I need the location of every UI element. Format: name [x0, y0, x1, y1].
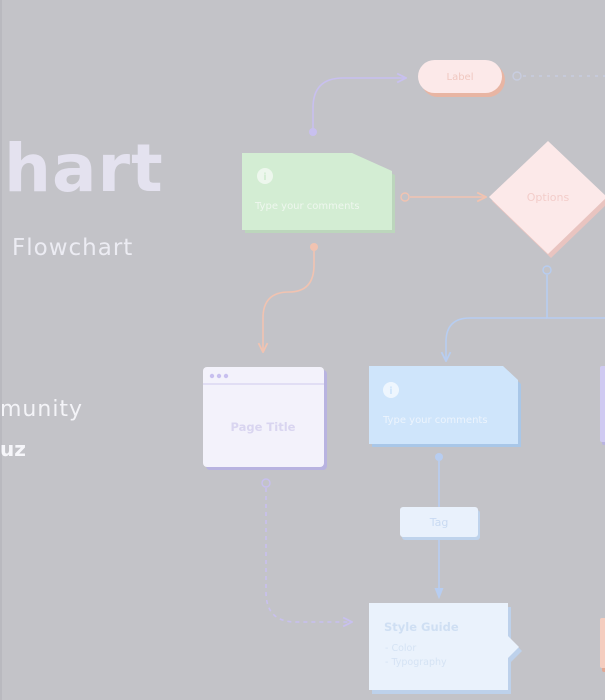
tag-node[interactable]: Tag [400, 507, 480, 540]
partial-node-right-orange [600, 618, 605, 672]
connector-green-to-label [309, 78, 405, 136]
author-text: uz [0, 437, 26, 461]
info-icon-glyph: i [389, 386, 392, 397]
info-icon [383, 382, 399, 398]
info-icon-glyph: i [263, 172, 266, 183]
style-guide-item: - Color [385, 643, 416, 654]
comment-node-blue[interactable]: i Type your comments [369, 366, 521, 447]
community-text: munity [0, 397, 84, 422]
page-node-text: Page Title [231, 420, 296, 434]
tag-node-text: Tag [429, 516, 449, 529]
style-guide-node[interactable]: Style Guide - Color - Typography [369, 603, 522, 694]
page-node[interactable]: Page Title [203, 367, 327, 470]
connector-green-to-options [400, 193, 485, 201]
info-icon [257, 168, 273, 184]
comment-node-green[interactable]: i Type your comments [242, 153, 395, 233]
style-guide-item: - Typography [385, 657, 447, 668]
style-guide-title: Style Guide [384, 620, 459, 634]
hero-title: hart [4, 130, 164, 207]
connector-options-to-blue [446, 265, 605, 360]
label-node[interactable]: Label [418, 60, 505, 97]
options-node-text: Options [527, 191, 570, 204]
hero-subtitle: Flowchart [12, 235, 134, 261]
comment-node-green-text: Type your comments [254, 201, 360, 212]
connector-blue-to-tag [435, 453, 443, 507]
options-node[interactable]: Options [489, 141, 605, 258]
partial-node-right-purple [600, 366, 605, 445]
connector-page-to-style [261, 478, 351, 622]
window-dot-icon [209, 373, 215, 379]
connector-label-to-right [512, 71, 605, 81]
label-node-text: Label [447, 72, 474, 83]
left-edge-strip [0, 0, 2, 700]
window-dot-icon [223, 373, 229, 379]
window-dot-icon [216, 373, 222, 379]
connector-green-to-page [263, 243, 318, 351]
comment-node-blue-text: Type your comments [382, 415, 488, 426]
